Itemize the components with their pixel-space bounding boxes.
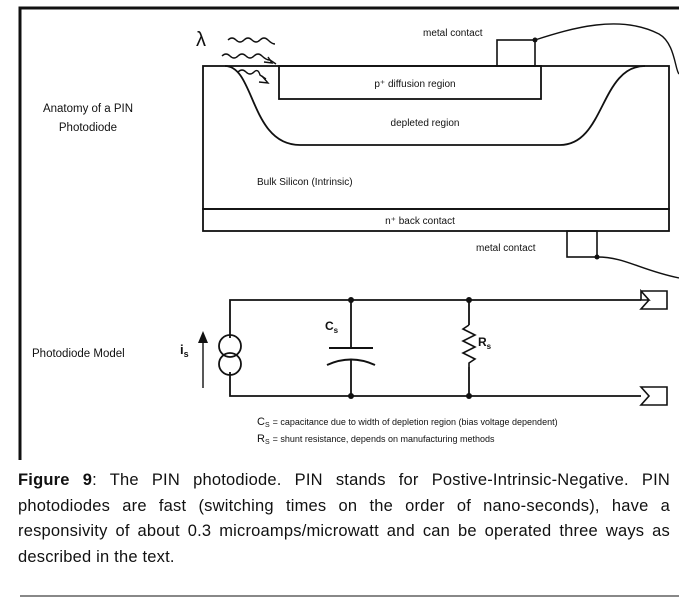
lambda-symbol: λ bbox=[196, 29, 206, 51]
bottom-contact-wire bbox=[596, 256, 679, 279]
anatomy-title-line1: Anatomy of a PIN bbox=[43, 103, 133, 115]
circuit-wires bbox=[229, 299, 641, 397]
n-back-contact-label: n⁺ back contact bbox=[385, 216, 455, 227]
resistance-note: RS= shunt resistance, depends on manufac… bbox=[257, 433, 495, 446]
output-terminal-bottom bbox=[639, 386, 668, 406]
figure-caption: Figure 9: The PIN photodiode. PIN stands… bbox=[18, 468, 670, 570]
capacitance-note: CS= capacitance due to width of depletio… bbox=[257, 416, 558, 429]
metal-contact-bottom-label: metal contact bbox=[476, 243, 536, 254]
top-metal-contact-pad bbox=[496, 39, 536, 67]
model-title: Photodiode Model bbox=[32, 348, 125, 360]
anatomy-title-line2: Photodiode bbox=[59, 122, 117, 134]
bulk-silicon-label: Bulk Silicon (Intrinsic) bbox=[257, 177, 353, 188]
top-contact-node bbox=[532, 37, 538, 43]
current-label: is bbox=[180, 342, 189, 359]
bottom-contact-node bbox=[594, 254, 600, 260]
n-back-contact-layer bbox=[202, 208, 670, 232]
depleted-region-label: depleted region bbox=[391, 118, 460, 129]
caption-text: : The PIN photodiode. PIN stands for Pos… bbox=[18, 471, 670, 566]
metal-contact-top-label: metal contact bbox=[423, 28, 483, 39]
current-arrow-head bbox=[198, 331, 208, 343]
figure-border bbox=[18, 6, 679, 460]
capacitor-label: Cs bbox=[325, 319, 339, 335]
resistor-symbol bbox=[461, 324, 477, 367]
output-terminal-top bbox=[639, 288, 668, 310]
p-region-label: p⁺ diffusion region bbox=[374, 79, 455, 90]
capacitor-symbol bbox=[326, 347, 376, 366]
caption-label: Figure 9 bbox=[18, 471, 93, 489]
p-diffusion-region bbox=[278, 65, 542, 100]
top-contact-wire bbox=[534, 23, 679, 75]
bottom-metal-contact-pad bbox=[566, 230, 598, 258]
circuit-junctions bbox=[348, 297, 472, 399]
current-source-symbol bbox=[218, 334, 242, 376]
light-arrows bbox=[221, 37, 277, 84]
resistor-label: Rs bbox=[478, 335, 492, 351]
depletion-boundary bbox=[224, 65, 646, 146]
